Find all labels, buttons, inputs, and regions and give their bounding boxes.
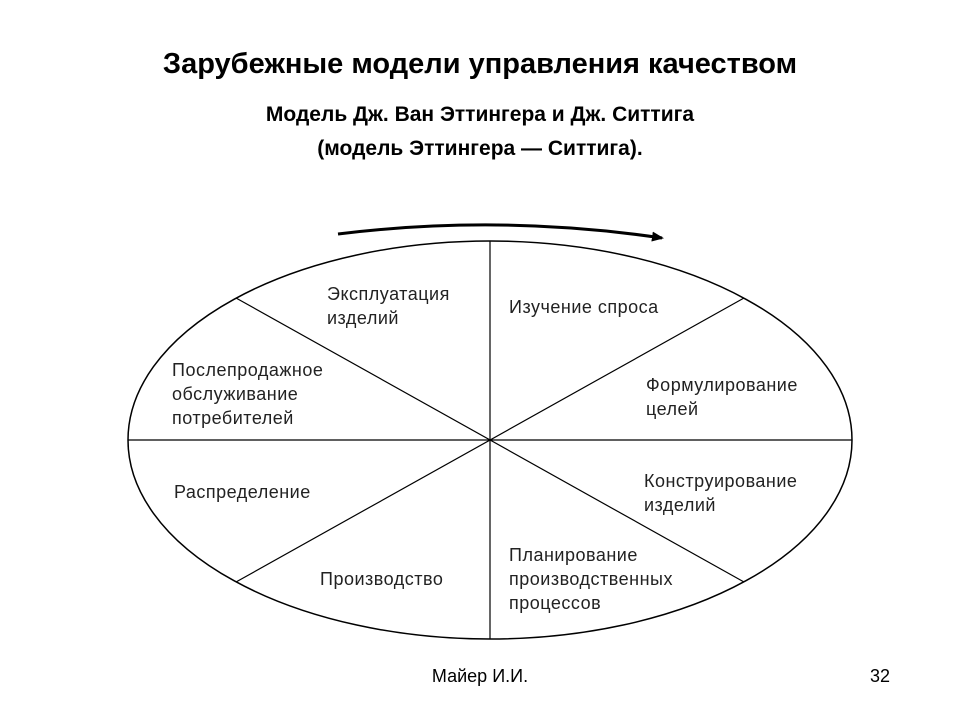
footer-author: Майер И.И.	[431, 666, 529, 686]
segment-label-line: Конструирование	[644, 471, 797, 491]
segment-label-line: Послепродажное	[172, 360, 323, 380]
segment-label-line: обслуживание	[172, 384, 298, 404]
segment-label-product-operation: Эксплуатация изделий	[327, 284, 455, 328]
segment-label-line: изделий	[644, 495, 716, 515]
segment-label-line: процессов	[509, 593, 601, 613]
segment-label-line: Формулирование	[646, 375, 798, 395]
segment-label-goal-formulation: Формулирование целей	[646, 375, 803, 419]
segment-label-line: Планирование	[509, 545, 638, 565]
segment-label-line: Распределение	[174, 482, 311, 502]
segment-label-line: производственных	[509, 569, 673, 589]
segment-label-line: Эксплуатация	[327, 284, 450, 304]
segment-label-line: потребителей	[172, 408, 294, 428]
segment-label-line: целей	[646, 399, 699, 419]
divider-diagonal-anti	[235, 297, 745, 583]
segment-label-demand-study: Изучение спроса	[509, 297, 659, 317]
slide-title: Зарубежные модели управления качеством	[162, 48, 798, 80]
segment-label-process-planning: Планирование производственных процессов	[509, 545, 679, 613]
slide-subtitle-line1: Модель Дж. Ван Эттингера и Дж. Ситтига	[265, 103, 695, 126]
segment-label-after-sales-service: Послепродажное обслуживание потребителей	[172, 360, 329, 428]
slide-subtitle-line2: (модель Эттингера — Ситтига).	[317, 137, 643, 160]
segment-label-line: изделий	[327, 308, 399, 328]
page-number: 32	[870, 666, 891, 686]
segment-label-line: Изучение спроса	[509, 297, 659, 317]
segment-label-production: Производство	[320, 569, 443, 589]
segment-label-product-design: Конструирование изделий	[644, 471, 803, 515]
direction-arrow-icon	[337, 223, 664, 242]
segment-label-line: Производство	[320, 569, 443, 589]
segment-label-distribution: Распределение	[174, 482, 311, 502]
